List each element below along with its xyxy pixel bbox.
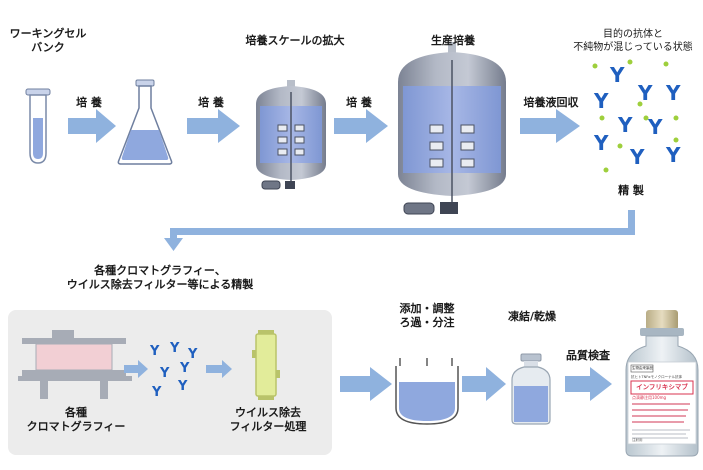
- vial-label-brand: インフリキシマブ: [636, 383, 688, 391]
- antibody-y-icon: Y: [617, 113, 633, 137]
- culture-label-2: 培 養: [198, 96, 224, 109]
- impurity-dot-icon: [663, 61, 669, 67]
- arrow-to-freeze: [462, 367, 506, 401]
- culture-label-3: 培 養: [346, 96, 372, 109]
- vial-label-header: 生物由来製品: [632, 366, 653, 370]
- arrow-to-mixing: [340, 367, 392, 401]
- impurity-dot-icon: [603, 167, 609, 173]
- mixing-vessel-icon: [395, 358, 459, 425]
- impurity-dot-icon: [592, 63, 598, 69]
- antibody-mixture: Y Y Y Y Y Y Y Y Y: [592, 59, 681, 173]
- antibody-y-icon: Y: [637, 81, 653, 105]
- arrow-culture-2: [187, 109, 240, 143]
- impurity-dot-icon: [673, 115, 679, 121]
- vial-label-subtitle: 抗ヒトTNFαモノクローナル抗体: [631, 375, 683, 379]
- purification-heading: 各種クロマトグラフィー、 ウイルス除去フィルター等による精製: [66, 264, 254, 291]
- antibody-y-icon: Y: [169, 341, 180, 356]
- small-bioreactor-icon: [256, 80, 326, 190]
- chromatography-column-icon: [18, 330, 132, 399]
- antibody-y-icon: Y: [593, 131, 609, 155]
- antibody-y-icon: Y: [179, 361, 190, 376]
- arrow-culture-1: [68, 109, 116, 143]
- scale-up-label: 培養スケールの拡大: [245, 34, 345, 47]
- impurity-dot-icon: [637, 101, 643, 107]
- test-tube-icon: [25, 88, 51, 164]
- antibody-y-icon: Y: [647, 115, 663, 139]
- impurity-dot-icon: [627, 59, 633, 65]
- impurity-dot-icon: [643, 115, 649, 121]
- arrow-to-quality: [565, 367, 612, 401]
- antibody-y-icon: Y: [593, 89, 609, 113]
- small-vial-icon: [511, 353, 551, 425]
- arrow-harvest: [520, 109, 580, 143]
- connector-arrow: [164, 210, 635, 251]
- culture-label-1: 培 養: [76, 96, 102, 109]
- impurity-dot-icon: [673, 137, 679, 143]
- freeze-dry-label: 凍結/乾燥: [507, 310, 557, 323]
- mixed-state-label: 目的の抗体と 不純物が混じっている状態: [573, 29, 693, 53]
- arrow-culture-3: [334, 109, 388, 143]
- production-culture-label: 生産培養: [431, 34, 475, 47]
- impurity-dot-icon: [617, 143, 623, 149]
- product-vial-icon: [625, 310, 699, 457]
- virus-filter-label: ウイルス除去 フィルター処理: [229, 406, 307, 433]
- antibody-y-icon: Y: [177, 379, 188, 394]
- impurity-dot-icon: [599, 115, 605, 121]
- vial-label-line3: 注射用: [632, 438, 643, 442]
- arrow-chromatography: [124, 360, 148, 378]
- antibody-y-icon: Y: [665, 81, 681, 105]
- virus-filter-icon: [252, 330, 280, 400]
- vial-label-line2: 点滴静注用100mg: [632, 395, 667, 400]
- chromatography-label: 各種 クロマトグラフィー: [26, 406, 126, 433]
- flask-icon: [117, 79, 173, 165]
- antibody-y-icon: Y: [159, 366, 170, 381]
- quality-test-label: 品質検査: [566, 349, 610, 362]
- antibody-y-icon: Y: [187, 347, 198, 362]
- antibody-y-icon: Y: [151, 385, 162, 400]
- working-cell-bank-label: ワーキングセル バンク: [9, 27, 87, 54]
- antibody-y-icon: Y: [665, 143, 681, 167]
- addition-adjustment-label: 添加・調整 ろ過・分注: [399, 302, 455, 329]
- antibody-y-icon: Y: [609, 63, 625, 87]
- purification-label: 精 製: [618, 184, 644, 197]
- arrow-purified: [206, 360, 232, 378]
- production-tank-icon: [398, 42, 506, 215]
- harvest-label: 培養液回収: [523, 96, 579, 109]
- antibody-y-icon: Y: [629, 145, 645, 169]
- antibody-y-icon: Y: [149, 344, 160, 359]
- purified-antibodies: Y Y Y Y Y Y Y: [149, 341, 198, 400]
